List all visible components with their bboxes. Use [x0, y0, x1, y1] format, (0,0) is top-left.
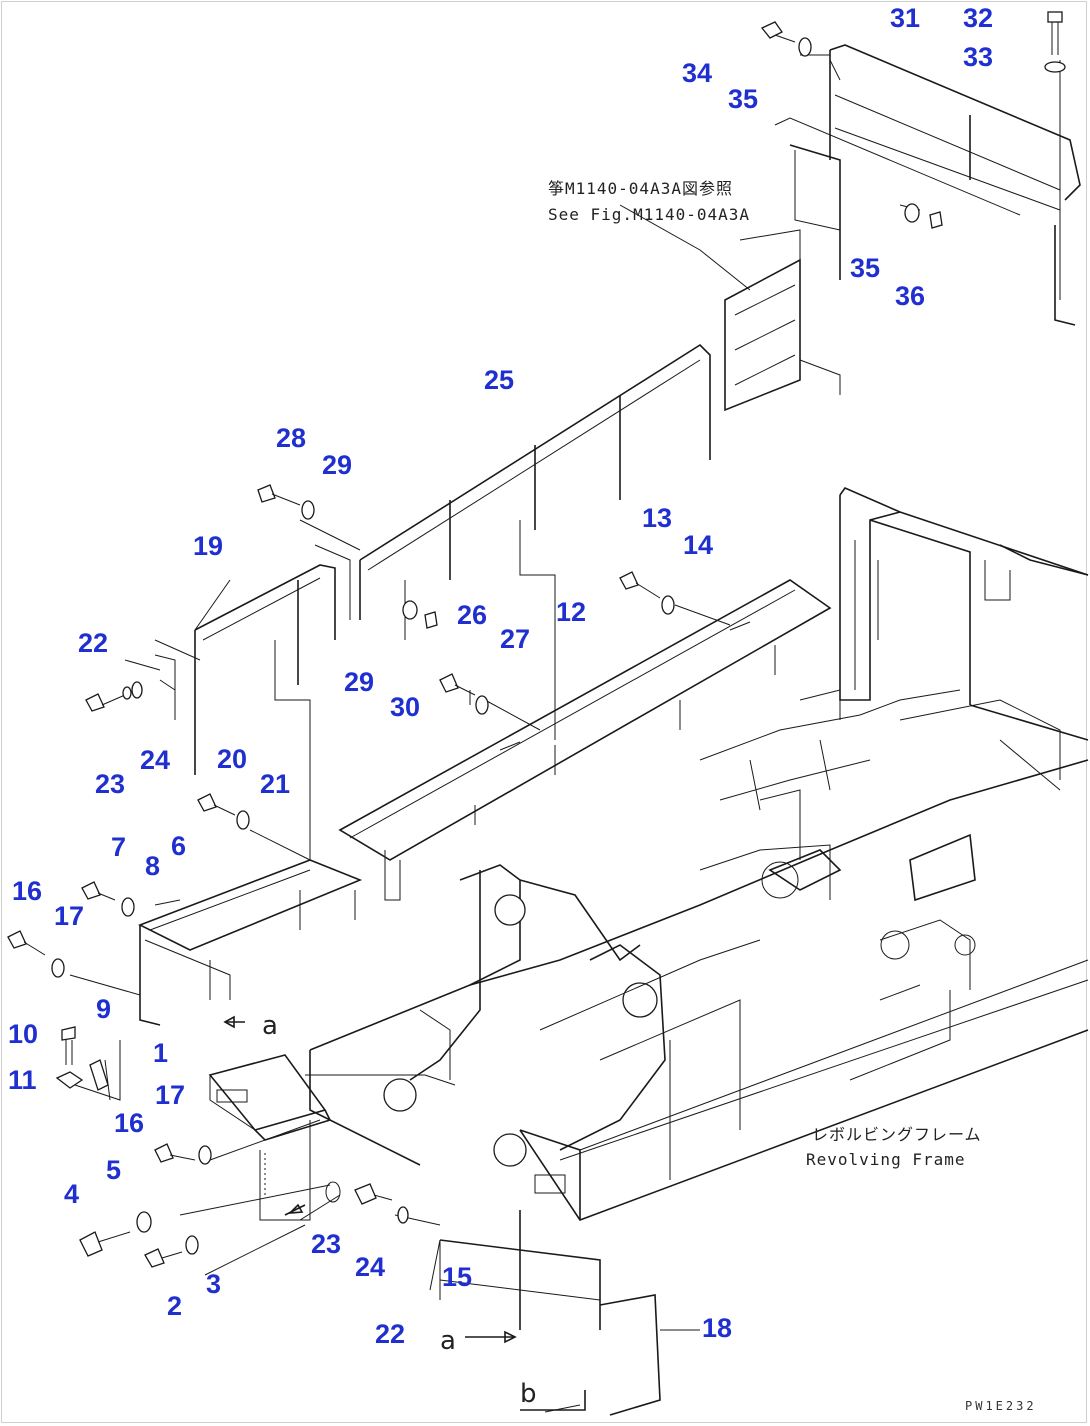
frame-label-jp: レボルビングフレーム — [812, 1125, 982, 1144]
reference-note-en: See Fig.M1140-04A3A — [548, 205, 750, 224]
callout-22a: 22 — [78, 628, 108, 658]
callout-35b: 35 — [850, 253, 880, 283]
railing-19 — [154, 564, 336, 860]
ladder-15 — [439, 1210, 601, 1411]
callout-3: 3 — [206, 1269, 221, 1299]
callout-25: 25 — [484, 365, 514, 395]
callout-27: 27 — [500, 624, 530, 654]
callout-numbers: 1 2 3 4 5 6 7 8 9 10 11 12 13 14 15 16 1… — [8, 3, 993, 1349]
callout-10: 10 — [8, 1019, 38, 1049]
callout-31: 31 — [890, 3, 920, 33]
callout-1: 1 — [153, 1038, 168, 1068]
callout-32: 32 — [963, 3, 993, 33]
revolving-frame — [309, 487, 1089, 1221]
callout-7: 7 — [111, 832, 126, 862]
callout-19: 19 — [193, 531, 223, 561]
callout-34: 34 — [682, 58, 712, 88]
callout-22b: 22 — [375, 1319, 405, 1349]
callout-28: 28 — [276, 423, 306, 453]
callout-2: 2 — [167, 1291, 182, 1321]
walkway-12 — [338, 579, 841, 901]
view-mark-b: b — [520, 1379, 537, 1409]
callout-26: 26 — [457, 600, 487, 630]
callout-18: 18 — [702, 1313, 732, 1343]
callout-29a: 29 — [322, 450, 352, 480]
callout-9: 9 — [96, 994, 111, 1024]
callout-17a: 17 — [54, 901, 84, 931]
callout-15: 15 — [442, 1262, 472, 1292]
step-6 — [138, 859, 363, 1026]
reference-note-jp: 筝M1140-04A3A図参照 — [548, 179, 733, 198]
view-mark-a-lower: a — [440, 1326, 456, 1356]
callout-4: 4 — [64, 1179, 79, 1209]
callout-29b: 29 — [344, 667, 374, 697]
callout-35a: 35 — [728, 84, 758, 114]
annotations: 筝M1140-04A3A図参照 See Fig.M1140-04A3A レボルビ… — [262, 179, 1037, 1413]
frame-label-en: Revolving Frame — [806, 1150, 966, 1169]
leader-lines — [69, 54, 1061, 1331]
cover-18 — [599, 1294, 661, 1416]
callout-17b: 17 — [155, 1080, 185, 1110]
callout-5: 5 — [106, 1155, 121, 1185]
callout-16b: 16 — [114, 1108, 144, 1138]
callout-14: 14 — [683, 530, 713, 560]
callout-24b: 24 — [355, 1252, 385, 1282]
view-mark-a-upper: a — [262, 1011, 278, 1041]
callout-23a: 23 — [95, 769, 125, 799]
callout-12: 12 — [556, 597, 586, 627]
callout-8: 8 — [145, 851, 160, 881]
view-arrows — [223, 1015, 581, 1413]
callout-16a: 16 — [12, 876, 42, 906]
callout-13: 13 — [642, 503, 672, 533]
callout-6: 6 — [171, 831, 186, 861]
callout-20: 20 — [217, 744, 247, 774]
railing-25 — [314, 343, 711, 740]
drawing-code: PW1E232 — [965, 1399, 1037, 1413]
callout-21: 21 — [260, 769, 290, 799]
callout-11: 11 — [8, 1065, 37, 1095]
callout-24a: 24 — [140, 745, 170, 775]
step-assembly-upper — [724, 229, 841, 412]
callout-36: 36 — [895, 281, 925, 311]
callout-33: 33 — [963, 42, 993, 72]
callout-23b: 23 — [311, 1229, 341, 1259]
handrail-31 — [774, 44, 1081, 326]
callout-30: 30 — [390, 692, 420, 722]
fasteners — [7, 11, 1066, 1268]
guard-1 — [208, 1054, 332, 1141]
